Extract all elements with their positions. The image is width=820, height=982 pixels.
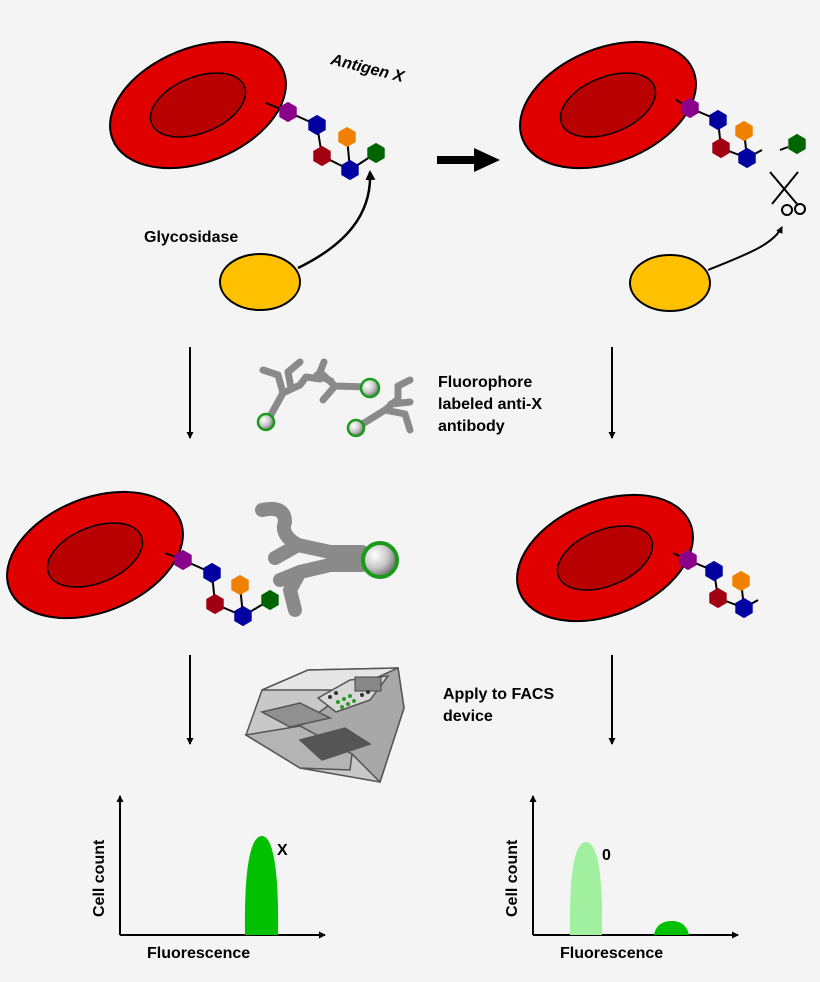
sugar-units-top-right: [681, 97, 806, 169]
histogram-left-peak-label: X: [277, 842, 288, 859]
histogram-left-peak: [244, 836, 279, 935]
sugar-units-top-left: [279, 101, 385, 181]
facs-label-line-2: device: [443, 708, 493, 725]
histogram-right-peak-main: [569, 842, 603, 935]
scissors-icon: [769, 171, 806, 216]
histogram-right-ylabel: Cell count: [504, 839, 521, 917]
bound-antibody-large: [255, 501, 369, 617]
red-blood-cell-mid-right: [516, 493, 694, 623]
red-blood-cell-mid-left: [6, 490, 184, 620]
fluorophore-antibody-icons: [259, 358, 414, 434]
histogram-right-xlabel: Fluorescence: [560, 945, 663, 962]
antibody-label-line-2: labeled anti-X: [438, 396, 542, 413]
histogram-left: X Fluorescence Cell count: [91, 795, 326, 962]
enzyme-action-arrow-top-left: [297, 170, 376, 270]
glycosidase-enzyme-top-right: [629, 254, 711, 312]
antigen-x-label: Antigen X: [328, 51, 407, 86]
glycosidase-enzyme-top-left: [219, 253, 301, 311]
cleaved-bond-stub: [779, 146, 789, 151]
histogram-right-peak-minor: [654, 921, 689, 935]
histogram-right: 0 Fluorescence Cell count: [504, 795, 739, 962]
histogram-right-peak-label: 0: [602, 847, 611, 864]
glycosidase-label: Glycosidase: [144, 229, 238, 246]
red-blood-cell-top-right: [519, 40, 697, 170]
fluorophore-balls-small: [256, 377, 381, 438]
process-arrow: [437, 148, 500, 172]
histogram-left-xlabel: Fluorescence: [147, 945, 250, 962]
antibody-label-line-3: antibody: [438, 418, 505, 435]
antibody-label-line-1: Fluorophore: [438, 374, 532, 391]
fluorophore-ball-bound: [361, 541, 399, 579]
enzyme-action-arrow-top-right: [707, 226, 783, 271]
facs-device-icon: [243, 666, 405, 784]
sugar-units-mid-left: [174, 549, 279, 627]
histogram-left-ylabel: Cell count: [91, 839, 108, 917]
facs-label-line-1: Apply to FACS: [443, 686, 554, 703]
red-blood-cell-top-left: [109, 40, 287, 170]
